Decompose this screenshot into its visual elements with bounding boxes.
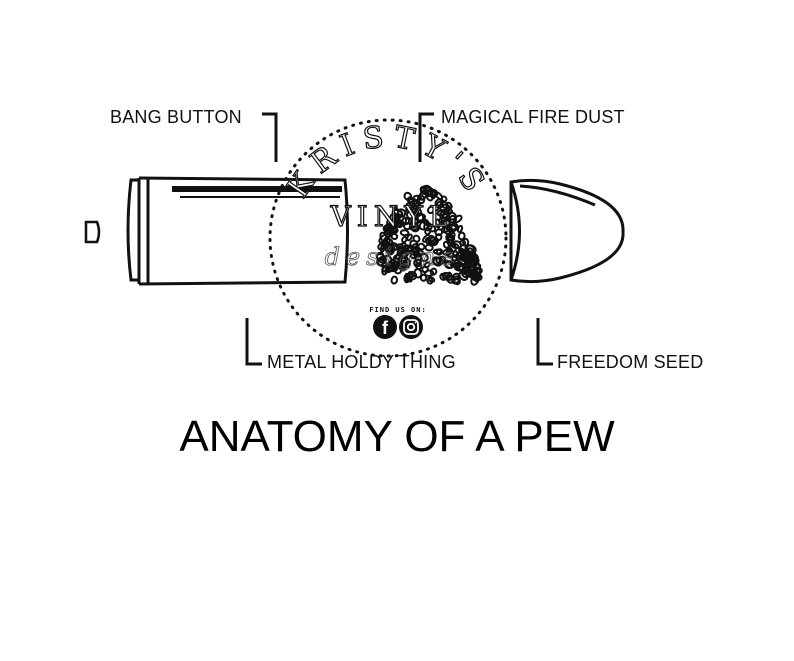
powder-grain — [381, 266, 388, 276]
page-title: ANATOMY OF A PEW — [179, 412, 615, 461]
powder-grain — [416, 194, 426, 205]
powder-grain — [471, 272, 483, 282]
powder-grain — [412, 250, 422, 258]
watermark-brand-mid: VINYL — [330, 200, 454, 233]
powder-grain — [467, 261, 477, 271]
powder-grain — [460, 250, 469, 258]
powder-grain — [401, 217, 411, 226]
powder-grain — [447, 234, 456, 242]
primer-shape — [84, 220, 101, 244]
powder-grain — [384, 264, 395, 274]
powder-grain — [399, 229, 410, 237]
powder-grain — [444, 260, 454, 270]
powder-grain — [406, 233, 413, 242]
powder-grain — [419, 185, 427, 194]
powder-grain — [418, 220, 430, 231]
powder-grain — [451, 250, 459, 258]
powder-grain — [396, 208, 407, 218]
powder-grain — [376, 258, 385, 267]
powder-grain — [400, 262, 408, 270]
powder-grain — [441, 224, 451, 234]
powder-grain — [451, 272, 461, 281]
powder-grain — [456, 224, 464, 234]
powder-grain — [435, 256, 446, 264]
powder-grain — [405, 211, 415, 220]
powder-grain — [411, 199, 420, 211]
powder-grain — [450, 242, 460, 250]
bang-button-bracket — [262, 112, 278, 162]
powder-grain — [457, 231, 466, 241]
metal-holdy-bracket — [245, 318, 262, 366]
powder-grain — [422, 234, 431, 243]
powder-grain — [460, 269, 468, 276]
casing-shape — [126, 176, 349, 286]
powder-grain — [434, 218, 441, 229]
powder-grain — [390, 261, 398, 270]
magical-fire-dust-label: MAGICAL FIRE DUST — [441, 107, 625, 127]
instagram-icon[interactable] — [399, 315, 423, 339]
bang-button-label: BANG BUTTON — [110, 107, 242, 127]
powder-grain — [435, 248, 444, 256]
fire-dust-bracket — [418, 112, 434, 162]
powder-grain — [411, 243, 420, 251]
powder-grain — [432, 204, 440, 212]
powder-grain — [434, 191, 444, 201]
powder-grain — [434, 233, 443, 241]
powder-grain — [442, 248, 453, 256]
powder-grain — [403, 274, 410, 284]
metal-holdy-thing-label: METAL HOLDY THING — [267, 352, 456, 372]
powder-grain — [379, 241, 387, 253]
powder-grain — [427, 276, 436, 283]
powder-grain — [464, 244, 475, 253]
powder-grain — [422, 218, 430, 227]
find-us-label: FIND US ON: — [369, 306, 426, 314]
powder-grain — [408, 223, 419, 231]
powder-grain — [413, 258, 422, 268]
powder-grain — [406, 196, 414, 204]
freedom-seed-bracket — [536, 318, 553, 366]
powder-grain — [422, 185, 432, 193]
powder-pile-shape — [375, 184, 483, 286]
powder-grain — [401, 236, 408, 244]
powder-grain — [459, 239, 467, 247]
powder-grain — [446, 271, 453, 281]
powder-grain — [390, 275, 399, 285]
powder-grain — [379, 231, 388, 244]
bullet-tip-shape — [509, 178, 625, 284]
powder-grain — [387, 245, 396, 256]
powder-grain — [389, 222, 398, 231]
svg-text:KRISTY'S: KRISTY'S — [281, 119, 496, 204]
powder-grain — [377, 242, 386, 251]
powder-grain — [452, 214, 463, 224]
powder-grain — [416, 213, 427, 222]
freedom-seed-label: FREEDOM SEED — [557, 352, 704, 372]
powder-grain — [429, 267, 438, 276]
powder-grain — [442, 217, 451, 229]
powder-grain — [395, 252, 403, 260]
watermark-brand-script: designs — [325, 243, 460, 271]
facebook-icon[interactable]: f — [373, 315, 397, 339]
watermark-brand-top: KRISTY'S — [280, 119, 488, 205]
powder-grain — [427, 239, 435, 247]
svg-text:f: f — [382, 318, 389, 338]
powder-grain — [412, 234, 421, 243]
powder-grain — [439, 272, 447, 281]
powder-grain — [439, 203, 452, 213]
powder-grain — [454, 261, 462, 270]
powder-grain — [423, 261, 431, 269]
powder-grain — [408, 271, 418, 281]
